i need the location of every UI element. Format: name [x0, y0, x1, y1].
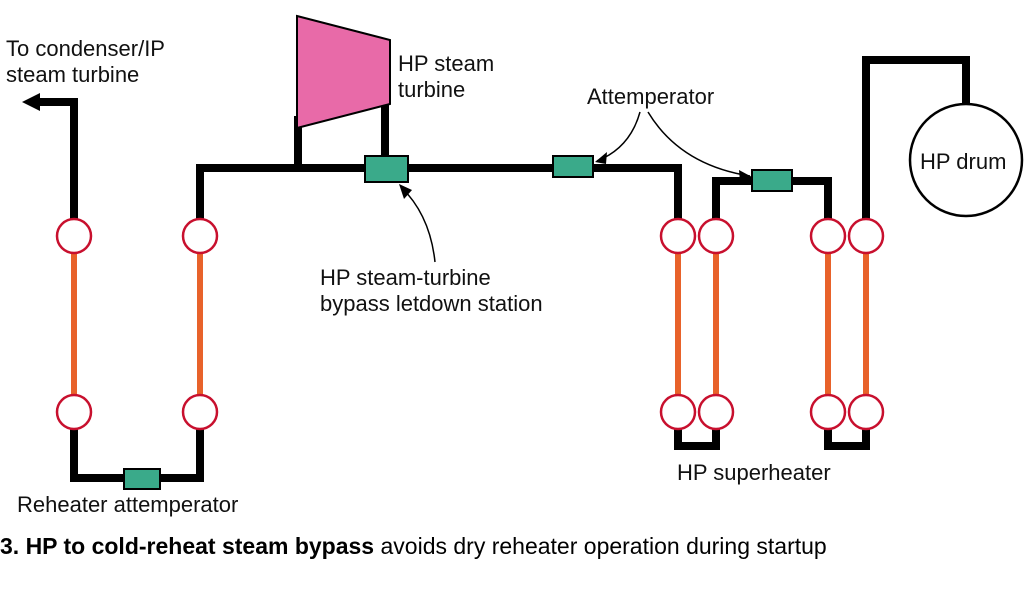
bypass-label-line2: bypass letdown station [320, 291, 543, 316]
reheater-header-bottom-2 [181, 393, 219, 431]
reheater-header-top-2 [181, 217, 219, 255]
bypass-leader [400, 186, 436, 263]
superheater-header-bottom-2 [697, 393, 735, 431]
superheater-header-bottom-4 [847, 393, 885, 431]
attemperator-2 [751, 169, 793, 192]
reheater-attemperator-label: Reheater attemperator [17, 492, 238, 517]
superheater-header-top-4 [847, 217, 885, 255]
reheater-header-top-1 [55, 217, 93, 255]
figure-caption: 3. HP to cold-reheat steam bypass avoids… [0, 531, 1000, 561]
hp-steam-turbine [296, 14, 391, 130]
attemperator-leader-2 [647, 111, 751, 177]
attemperator-1 [552, 155, 594, 178]
condenser-label-line2: steam turbine [6, 62, 139, 87]
bypass-arrow-icon [399, 184, 412, 199]
bypass-letdown-valve [364, 155, 409, 183]
superheater-header-top-1 [659, 217, 697, 255]
condenser-label-line1: To condenser/IP [6, 36, 165, 61]
condenser-arrow-icon [22, 93, 40, 111]
attemperator-label: Attemperator [587, 84, 714, 109]
hp-drum-label: HP drum [920, 149, 1006, 174]
hp-turbine-label-line1: HP steam [398, 51, 494, 76]
attemperator-arrow-1-icon [595, 152, 607, 164]
cold-reheat-pipe [196, 164, 682, 240]
superheater-header-top-3 [809, 217, 847, 255]
hp-superheater-label: HP superheater [677, 460, 831, 485]
attemperator-leader-1 [596, 111, 641, 162]
condenser-outlet-pipe [32, 98, 78, 240]
hp-turbine-label-line2: turbine [398, 77, 465, 102]
reheater-header-bottom-1 [55, 393, 93, 431]
caption-rest: avoids dry reheater operation during sta… [374, 533, 827, 559]
reheater-attemperator-valve [123, 468, 161, 490]
bypass-label-line1: HP steam-turbine [320, 265, 491, 290]
attemperator-arrow-2-icon [739, 170, 752, 182]
superheater-header-top-2 [697, 217, 735, 255]
drum-steam-pipe [862, 56, 970, 240]
superheater-header-bottom-1 [659, 393, 697, 431]
caption-bold: 3. HP to cold-reheat steam bypass [0, 533, 375, 559]
superheater-header-bottom-3 [809, 393, 847, 431]
hp-drum [908, 102, 1024, 218]
